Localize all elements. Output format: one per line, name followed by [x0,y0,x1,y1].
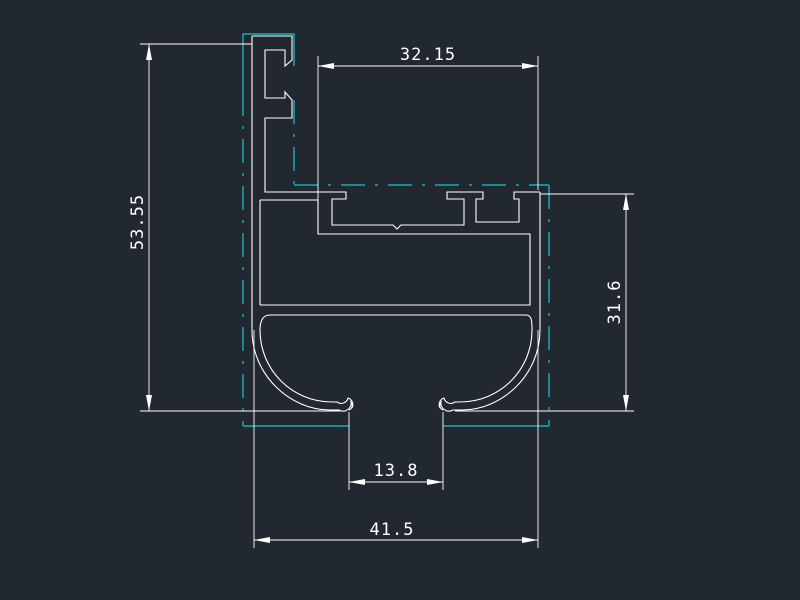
arrowhead [522,63,538,69]
aluminium-profile [251,35,541,412]
arrowhead [349,479,365,485]
profile-lower-housing-outer [251,329,541,412]
profile-upper-chamber [260,199,531,306]
dimension-label-total-height: 53.55 [128,194,148,250]
dimension-slot-width: 13.8 [348,412,444,490]
dimension-label-bottom-width: 41.5 [370,520,415,540]
centerline-hook-top [242,33,295,92]
dimension-bottom-width: 41.5 [253,330,539,548]
arrowhead [623,395,629,411]
centerlines [242,33,550,427]
dimension-label-right-height: 31.6 [605,280,625,325]
dimension-total-height: 53.55 [128,43,340,412]
dimension-top-width: 32.15 [317,45,539,232]
profile-top-flange [316,191,540,230]
dimensions: 32.15 53.55 31.6 13.8 [128,43,634,548]
profile-hook [252,35,316,193]
arrowhead [146,44,152,60]
dimension-right-height: 31.6 [455,193,634,412]
arrowhead [522,537,538,543]
arrowhead [254,537,270,543]
arrowhead [623,194,629,210]
arrowhead [318,63,334,69]
dimension-label-slot-width: 13.8 [374,461,419,481]
arrowhead [146,395,152,411]
dimension-label-top-width: 32.15 [400,45,456,65]
arrowhead [427,479,443,485]
profile-lower-housing-inner [259,314,533,409]
